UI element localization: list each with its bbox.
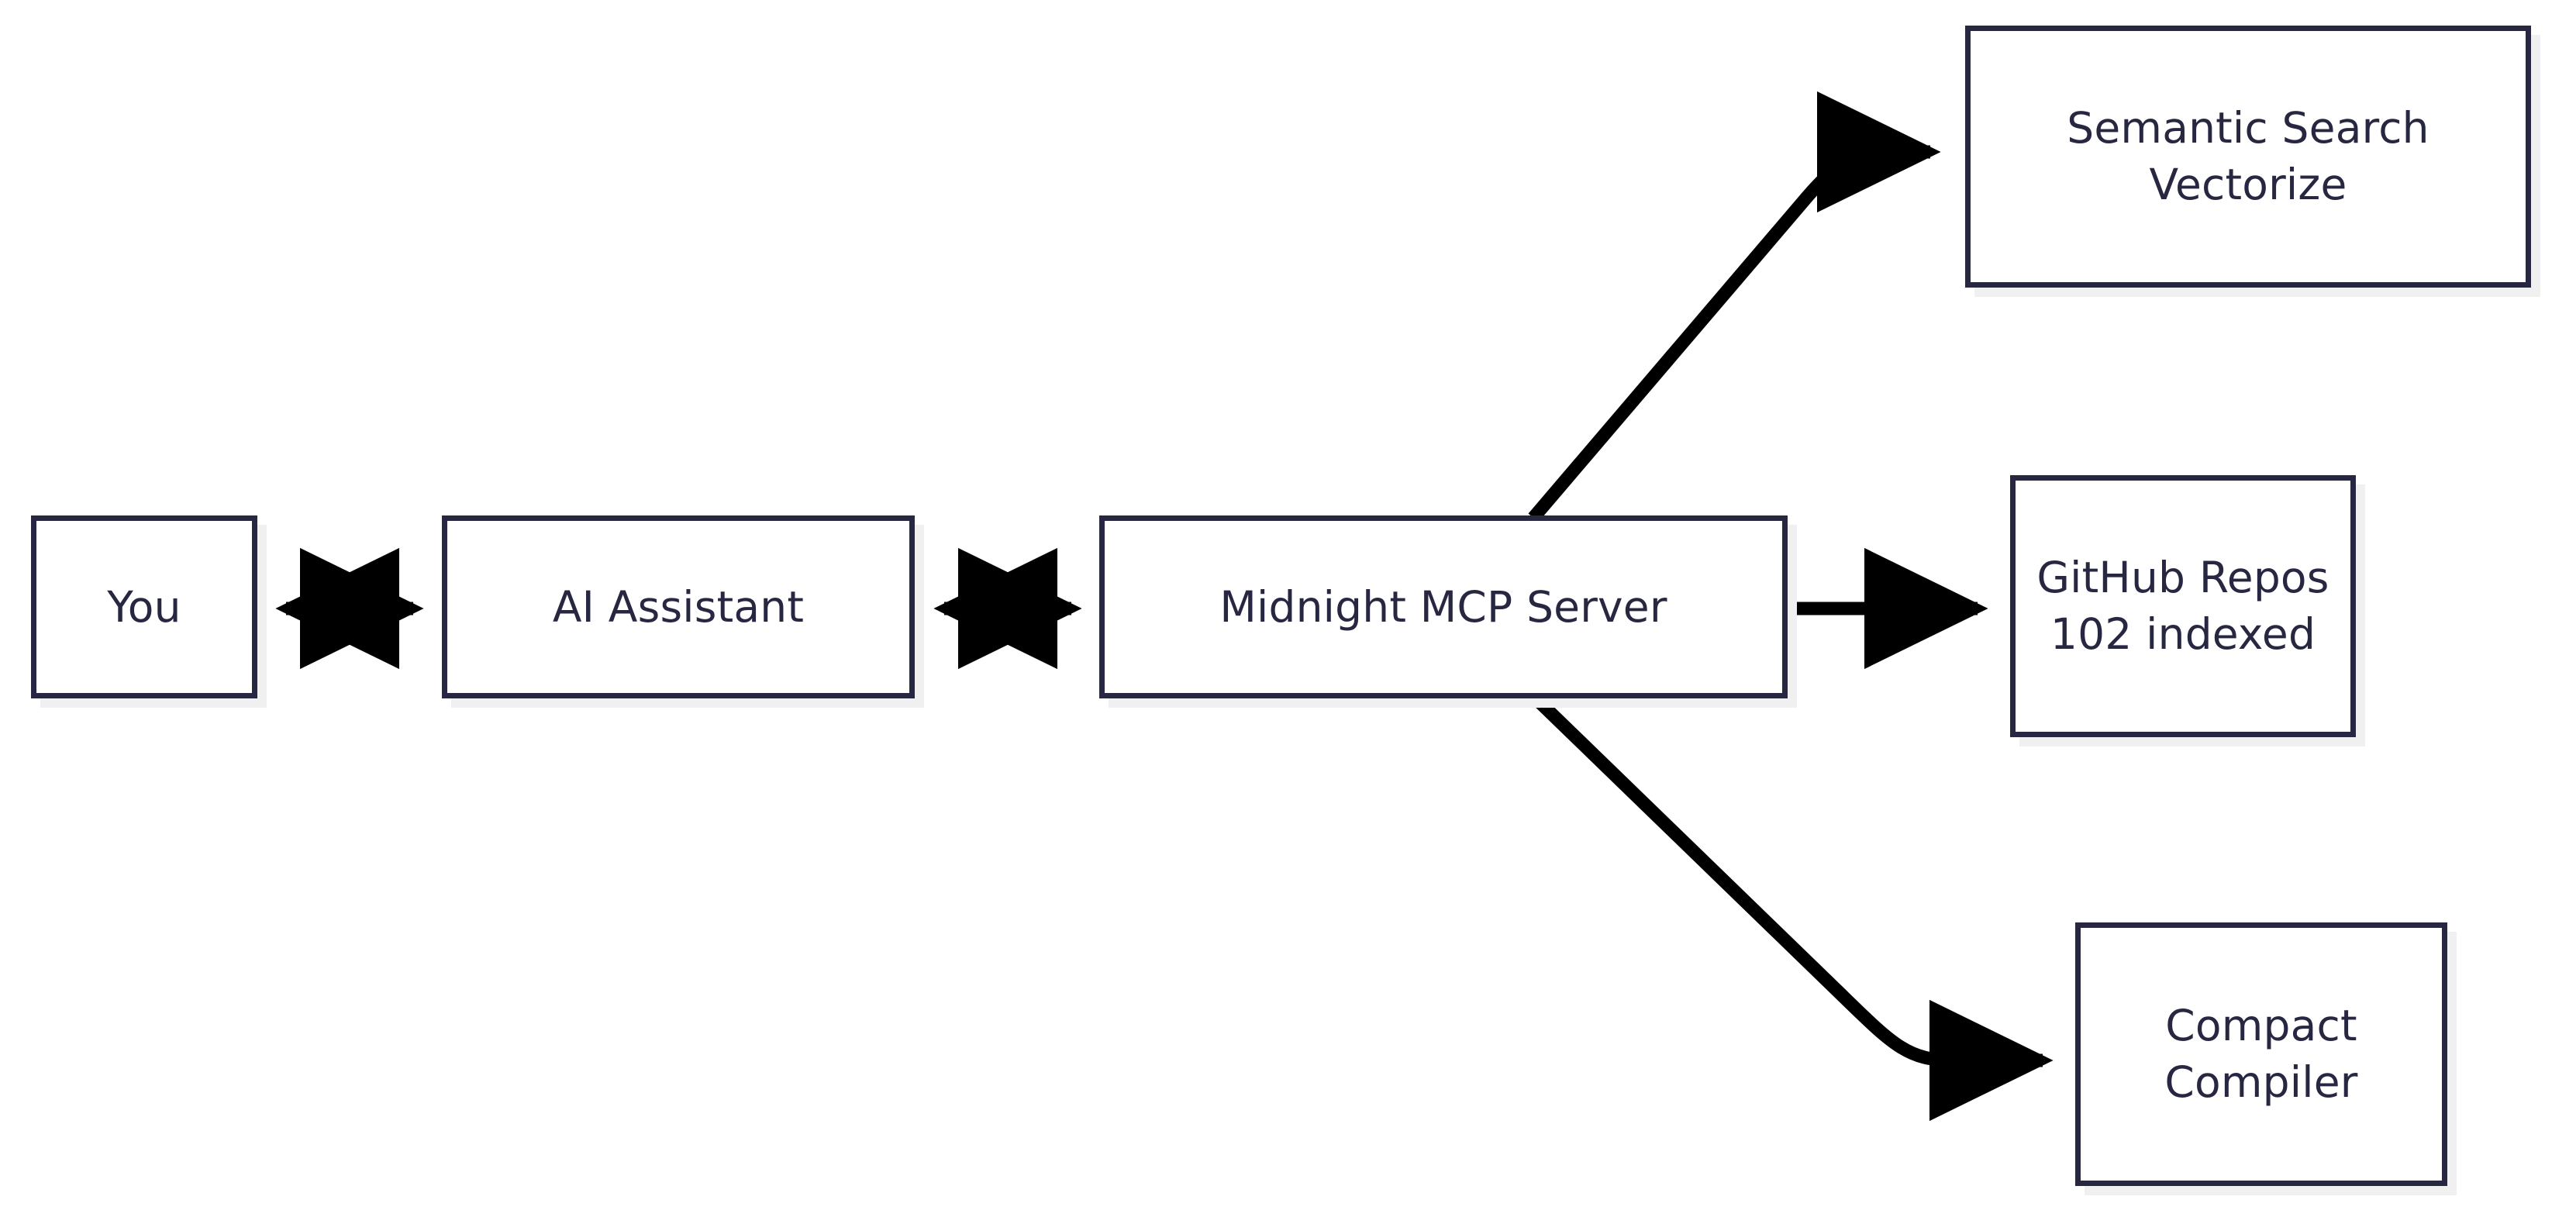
node-semantic-search-label-line-2: Vectorize bbox=[2149, 160, 2347, 209]
node-midnight-mcp-server[interactable]: Midnight MCP Server bbox=[1099, 515, 1788, 698]
node-you[interactable]: You bbox=[31, 515, 257, 698]
node-compact-compiler-label-line-1: Compact bbox=[2165, 1001, 2357, 1051]
node-midnight-mcp-server-label-line-1: Midnight MCP Server bbox=[1219, 581, 1667, 632]
node-semantic-search[interactable]: Semantic Search Vectorize bbox=[1965, 26, 2531, 288]
node-github-repos-label-line-2: 102 indexed bbox=[2050, 609, 2316, 659]
node-github-repos-label-line-1: GitHub Repos bbox=[2036, 553, 2329, 603]
edge-mcp-compact bbox=[1529, 691, 2054, 1122]
node-compact-compiler[interactable]: Compact Compiler bbox=[2075, 922, 2447, 1186]
node-github-repos[interactable]: GitHub Repos 102 indexed bbox=[2010, 475, 2356, 737]
node-you-label-line-1: You bbox=[107, 581, 181, 632]
node-ai-assistant-label-line-1: AI Assistant bbox=[552, 581, 805, 632]
node-compact-compiler-label-line-2: Compiler bbox=[2164, 1057, 2358, 1107]
node-semantic-search-label-line-1: Semantic Search bbox=[2067, 103, 2429, 153]
edge-mcp-semantic bbox=[1528, 91, 1941, 522]
node-ai-assistant[interactable]: AI Assistant bbox=[442, 515, 915, 698]
